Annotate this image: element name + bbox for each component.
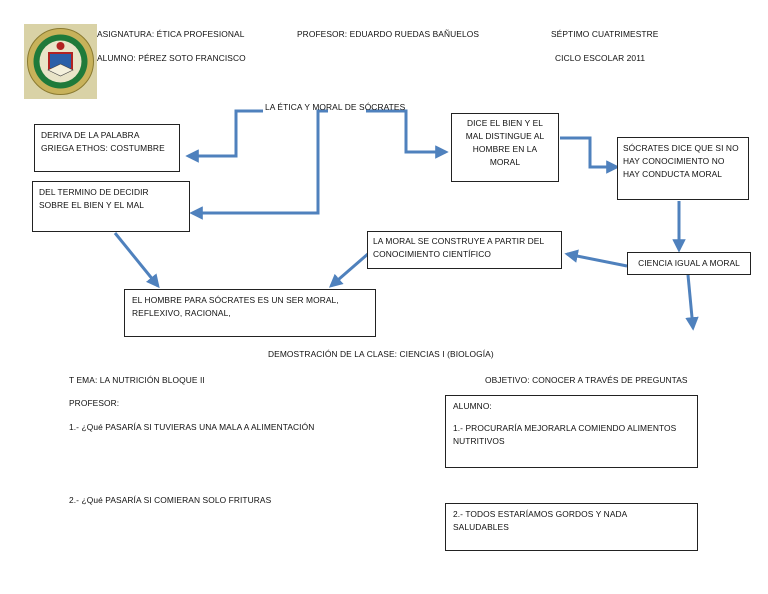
arrow-to-decide — [189, 109, 328, 220]
school-seal-icon — [24, 24, 97, 99]
answer-1-line-1: 1.- PROCURARÍA MEJORARLA COMIENDO ALIMEN… — [453, 423, 677, 434]
arrow-to-etymology — [185, 109, 263, 163]
knowledge-line-1: SÓCRATES DICE QUE SI NO — [623, 143, 739, 153]
decide-line-1: DEL TERMINO DE DECIDIR — [39, 187, 149, 197]
human-line-1: EL HOMBRE PARA SÓCRATES ES UN SER MORAL, — [132, 295, 339, 305]
answer-1-line-2: NUTRITIVOS — [453, 436, 505, 447]
header-school-year: CICLO ESCOLAR 2011 — [555, 53, 646, 63]
arrow-science-down — [685, 274, 699, 331]
good-evil-line-2: MAL DISTINGUE AL — [465, 131, 545, 142]
answer-2-line-2: SALUDABLES — [453, 522, 509, 533]
diagram-title: LA ÉTICA Y MORAL DE SÓCRATES — [265, 102, 406, 112]
human-box: EL HOMBRE PARA SÓCRATES ES UN SER MORAL,… — [124, 289, 376, 337]
teacher-label: PROFESOR: — [69, 398, 120, 408]
good-evil-box: DICE EL BIEN Y EL MAL DISTINGUE AL HOMBR… — [451, 113, 559, 182]
header-subject: ASIGNATURA: ÉTICA PROFESIONAL — [97, 29, 245, 39]
arrow-decide-to-human — [113, 232, 160, 289]
decide-box: DEL TERMINO DE DECIDIR SOBRE EL BIEN Y E… — [32, 181, 190, 232]
arrow-to-construct — [564, 249, 628, 268]
science-box: CIENCIA IGUAL A MORAL — [627, 252, 751, 275]
answer-2-line-1: 2.- TODOS ESTARÍAMOS GORDOS Y NADA — [453, 509, 628, 519]
etymology-line-1: DERIVA DE LA PALABRA — [41, 130, 140, 140]
etymology-line-2: GRIEGA ETHOS: COSTUMBRE — [41, 143, 165, 154]
lesson-topic: T EMA: LA NUTRICIÓN BLOQUE II — [69, 375, 205, 385]
construct-line-2: CONOCIMIENTO CIENTÍFICO — [373, 249, 491, 260]
good-evil-line-3: HOMBRE EN LA — [472, 144, 538, 155]
student-label: ALUMNO: — [453, 401, 492, 411]
arrow-construct-to-human — [328, 251, 370, 288]
lesson-objective: OBJETIVO: CONOCER A TRAVÉS DE PREGUNTAS — [485, 375, 688, 385]
answer-2-box: 2.- TODOS ESTARÍAMOS GORDOS Y NADA SALUD… — [445, 503, 698, 551]
demo-title: DEMOSTRACIÓN DE LA CLASE: CIENCIAS I (BI… — [268, 349, 494, 359]
good-evil-line-1: DICE EL BIEN Y EL — [466, 118, 544, 128]
construct-box: LA MORAL SE CONSTRUYE A PARTIR DEL CONOC… — [367, 231, 562, 269]
knowledge-line-2: HAY CONOCIMIENTO NO — [623, 156, 725, 167]
header-student: ALUMNO: PÉREZ SOTO FRANCISCO — [97, 53, 246, 63]
etymology-box: DERIVA DE LA PALABRA GRIEGA ETHOS: COSTU… — [34, 124, 180, 172]
arrow-to-good-evil — [366, 109, 449, 159]
header-semester: SÉPTIMO CUATRIMESTRE — [551, 29, 659, 39]
arrow-to-knowledge — [560, 136, 620, 174]
construct-line-1: LA MORAL SE CONSTRUYE A PARTIR DEL — [373, 236, 545, 246]
knowledge-box: SÓCRATES DICE QUE SI NO HAY CONOCIMIENTO… — [617, 137, 749, 200]
good-evil-line-4: MORAL — [489, 157, 521, 168]
answer-1-box: ALUMNO: 1.- PROCURARÍA MEJORARLA COMIEND… — [445, 395, 698, 468]
decide-line-2: SOBRE EL BIEN Y EL MAL — [39, 200, 145, 211]
school-seal-logo — [24, 24, 97, 99]
knowledge-line-3: HAY CONDUCTA MORAL — [623, 169, 723, 180]
header-teacher: PROFESOR: EDUARDO RUEDAS BAÑUELOS — [297, 29, 480, 39]
human-line-2: REFLEXIVO, RACIONAL, — [132, 308, 231, 319]
question-1: 1.- ¿Qué PASARÍA SI TUVIERAS UNA MALA A … — [69, 422, 315, 432]
science-label: CIENCIA IGUAL A MORAL — [638, 258, 740, 268]
question-2: 2.- ¿Qué PASARÍA SI COMIERAN SOLO FRITUR… — [69, 495, 272, 505]
